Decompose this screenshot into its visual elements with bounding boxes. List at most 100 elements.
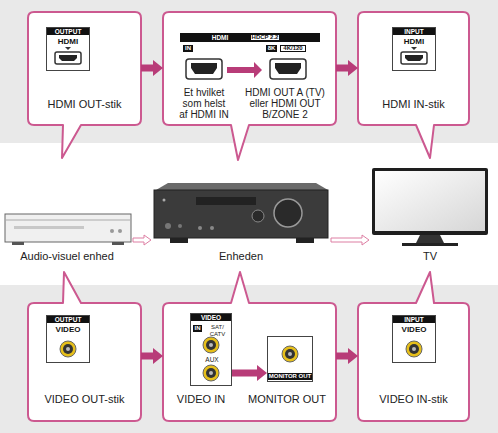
connector-tag: INPUT VIDEO <box>392 315 436 363</box>
callout-bubble <box>28 272 141 421</box>
panel-header: VIDEO <box>191 314 231 321</box>
signal-arrow <box>133 235 151 245</box>
node-text: VIDEO IN-stik <box>360 393 467 405</box>
player-illustration <box>110 229 114 233</box>
tv-illustration <box>372 168 488 246</box>
hdmi-connector <box>186 59 222 79</box>
receiver-illustration <box>170 238 188 243</box>
receiver-illustration <box>154 190 328 238</box>
hdmi-connector <box>59 55 77 61</box>
connector-tag: OUTPUTHDMI <box>46 27 90 71</box>
signal-arrow <box>227 62 262 78</box>
player-illustration <box>14 226 84 229</box>
hdmi-connector <box>401 52 427 64</box>
node-text: MONITOR OUT <box>240 393 334 405</box>
panel-header: INPUT <box>393 316 435 323</box>
rca-jack <box>203 337 219 353</box>
rca-jack <box>60 337 422 381</box>
rca-jack <box>412 347 416 351</box>
tv-illustration <box>375 171 485 231</box>
terminal-panel: HDMIHDCP 2.2IN8K4K/120 <box>178 32 322 56</box>
port-label: 8K <box>266 45 277 52</box>
rca-jack <box>288 352 292 356</box>
hdmi-connector <box>55 52 81 64</box>
callout-box: VIDEO INMONITOR OUTVIDEOINSAT/ CATVAUXMO… <box>163 303 336 421</box>
signal-arrow <box>227 62 262 78</box>
panel-header: OUTPUT <box>47 316 89 323</box>
connector-name: VIDEO <box>393 326 435 335</box>
node-text: HDMI IN-stik <box>360 98 467 110</box>
node-text: TV <box>370 250 490 262</box>
rca-jack <box>203 365 219 381</box>
player-illustration <box>5 220 131 221</box>
signal-arrow <box>141 348 163 364</box>
port-label: IN <box>193 325 202 332</box>
node-text: Audio-visuel enhed <box>2 250 132 262</box>
callout-box: Et hvilket som helst af HDMI INHDMI OUT … <box>163 12 336 125</box>
player-illustration <box>12 242 24 245</box>
receiver-illustration <box>196 197 256 205</box>
receiver-illustration <box>274 199 302 227</box>
callout-bubble <box>28 12 141 158</box>
panel-strip <box>180 33 320 42</box>
callout-bubble <box>358 12 469 158</box>
panel-header: HDMI <box>200 34 240 41</box>
player-illustration <box>118 229 122 233</box>
node-text: Et hvilket som helst af HDMI IN <box>178 87 230 120</box>
receiver-illustration <box>210 226 214 230</box>
receiver-illustration <box>178 224 182 228</box>
connector-name: VIDEO <box>47 326 89 335</box>
connector-name: HDMI <box>393 38 435 47</box>
callout-bubble <box>163 12 336 160</box>
hdmi-connector <box>270 59 306 79</box>
player-illustration <box>112 242 124 245</box>
signal-arrow <box>232 365 267 381</box>
node-text: HDMI OUT A (TV) eller HDMI OUT B/ZONE 2 <box>237 87 333 120</box>
node-text: HDMI OUT-stik <box>30 98 139 110</box>
device: Enheden <box>152 180 330 264</box>
hdmi-connector <box>55 47 427 79</box>
hdmi-connector <box>411 47 417 50</box>
receiver-illustration <box>163 199 166 202</box>
tv-illustration <box>402 243 458 246</box>
hdmi-connector <box>275 63 301 74</box>
jack-box: MONITOR OUT <box>267 336 313 382</box>
callout-bubble <box>163 272 336 421</box>
node-text: SAT/ CATV <box>204 324 231 337</box>
callout-box: VIDEO OUT-stik OUTPUT VIDEO <box>28 303 141 421</box>
tv-illustration <box>372 168 488 235</box>
rca-jack <box>409 344 419 354</box>
node-text: AUX <box>193 356 231 363</box>
hdmi-connector <box>65 47 71 50</box>
receiver-illustration <box>165 223 171 229</box>
node-text: VIDEO IN <box>165 393 237 405</box>
callout-bubble <box>358 272 469 421</box>
receiver-illustration <box>252 210 264 222</box>
spec-badge: HDCP 2.2 <box>250 34 280 41</box>
signal-arrow <box>336 60 358 76</box>
receiver-illustration <box>154 183 328 243</box>
signal-arrow <box>336 348 358 364</box>
hdmi-connector <box>191 63 217 74</box>
callout-box: VIDEO IN-stik INPUT VIDEO <box>358 303 469 421</box>
connector-tag: OUTPUT VIDEO <box>46 315 90 363</box>
rca-jack <box>66 347 70 351</box>
callout-box: HDMI IN-stikINPUTHDMI <box>358 12 469 125</box>
device: Audio-visuel enhed <box>2 206 132 264</box>
receiver-illustration <box>156 183 328 190</box>
connector-name: HDMI <box>47 38 89 47</box>
panel-strip <box>180 33 320 42</box>
port-label: IN <box>183 45 193 52</box>
receiver-illustration <box>198 226 202 230</box>
rca-jack <box>63 344 73 354</box>
node-text: Enheden <box>152 250 330 262</box>
signal-arrow <box>331 235 369 245</box>
port-label: MONITOR OUT <box>268 373 312 380</box>
node-text: VIDEO OUT-stik <box>30 393 139 405</box>
tv-illustration <box>416 235 444 243</box>
